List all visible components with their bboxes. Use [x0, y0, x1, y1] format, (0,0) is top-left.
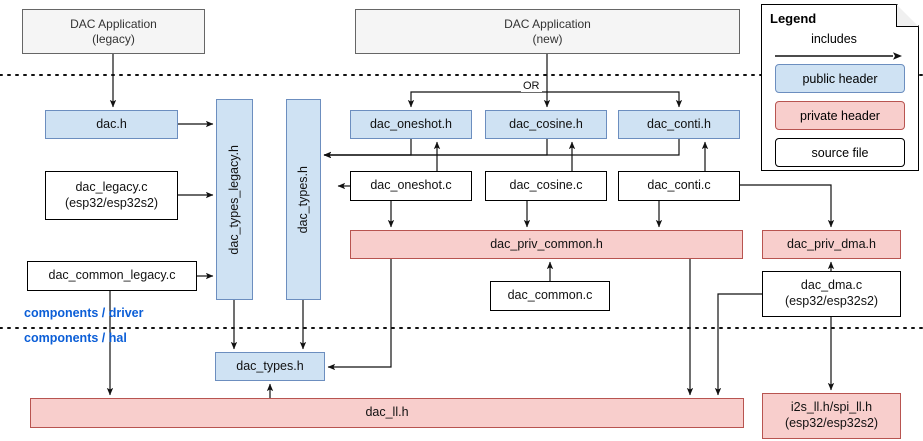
- zone-label-driver: components / driver: [24, 306, 144, 320]
- node-dac-conti-c[interactable]: dac_conti.c: [618, 171, 740, 201]
- node-dac-oneshot-c[interactable]: dac_oneshot.c: [350, 171, 472, 201]
- legend-source-file-label: source file: [811, 145, 869, 160]
- legend-title: Legend: [770, 11, 817, 26]
- node-dac-cosine-h[interactable]: dac_cosine.h: [485, 110, 607, 139]
- node-label: dac_conti.h: [647, 116, 711, 131]
- legend-source-file-swatch: source file: [775, 138, 905, 167]
- node-dac-common-legacy-c[interactable]: dac_common_legacy.c: [27, 261, 197, 291]
- node-dac-legacy-c[interactable]: dac_legacy.c (esp32/esp32s2): [45, 171, 178, 220]
- node-label: dac_legacy.c (esp32/esp32s2): [64, 179, 159, 210]
- node-dac-ll-h[interactable]: dac_ll.h: [30, 398, 744, 428]
- node-label: dac_priv_dma.h: [787, 236, 876, 251]
- legend-panel: Legend includes public header private he…: [761, 4, 919, 171]
- node-label: DAC Application (legacy): [70, 16, 157, 46]
- node-label: dac_dma.c (esp32/esp32s2): [784, 278, 879, 308]
- node-label: dac.h: [96, 116, 127, 131]
- legend-public-header-swatch: public header: [775, 64, 905, 93]
- node-dac-cosine-c[interactable]: dac_cosine.c: [485, 171, 607, 201]
- node-label: dac_types_legacy.h: [226, 144, 241, 255]
- node-dac-types-legacy-h[interactable]: dac_types_legacy.h: [216, 99, 253, 300]
- node-label: dac_types.h: [236, 358, 304, 373]
- node-label: DAC Application (new): [504, 16, 591, 46]
- node-dac-priv-dma-h[interactable]: dac_priv_dma.h: [762, 230, 901, 259]
- node-label: dac_cosine.h: [509, 116, 583, 131]
- node-app-new[interactable]: DAC Application (new): [355, 9, 740, 54]
- or-branch-label: OR: [521, 80, 542, 92]
- node-app-legacy[interactable]: DAC Application (legacy): [22, 9, 205, 54]
- node-dac-h[interactable]: dac.h: [45, 110, 178, 139]
- legend-public-header-label: public header: [802, 71, 878, 86]
- node-label: i2s_ll.h/spi_ll.h (esp32/esp32s2): [784, 400, 879, 430]
- zone-label-hal: components / hal: [24, 331, 127, 345]
- node-dac-types-h-driver[interactable]: dac_types.h: [286, 99, 321, 300]
- node-label: dac_oneshot.c: [370, 178, 452, 193]
- legend-private-header-label: private header: [800, 108, 880, 123]
- node-dac-types-h-hal[interactable]: dac_types.h: [215, 352, 325, 381]
- node-dac-priv-common-h[interactable]: dac_priv_common.h: [350, 230, 743, 259]
- node-label: dac_common.c: [507, 288, 593, 303]
- node-label: dac_priv_common.h: [490, 236, 603, 251]
- node-label: dac_cosine.c: [509, 178, 583, 193]
- includes-arrow-icon: [775, 52, 902, 60]
- node-dac-dma-c[interactable]: dac_dma.c (esp32/esp32s2): [762, 271, 901, 317]
- node-label: dac_conti.c: [647, 178, 711, 193]
- node-label: dac_oneshot.h: [369, 116, 452, 131]
- node-dac-conti-h[interactable]: dac_conti.h: [618, 110, 740, 139]
- legend-includes-label: includes: [811, 32, 857, 46]
- node-label: dac_common_legacy.c: [48, 268, 176, 283]
- node-label: dac_ll.h: [365, 405, 409, 420]
- legend-private-header-swatch: private header: [775, 101, 905, 130]
- node-i2s-spi-ll-h[interactable]: i2s_ll.h/spi_ll.h (esp32/esp32s2): [762, 393, 901, 439]
- node-dac-common-c[interactable]: dac_common.c: [490, 281, 610, 311]
- node-dac-oneshot-h[interactable]: dac_oneshot.h: [350, 110, 472, 139]
- node-label: dac_types.h: [295, 165, 310, 234]
